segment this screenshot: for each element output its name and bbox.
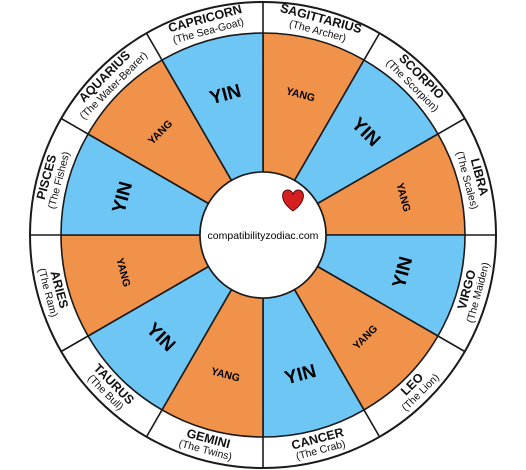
ring-divider [437, 117, 466, 135]
site-label: compatibilityzodiac.com [208, 230, 319, 242]
ring-divider [145, 32, 163, 61]
polarity-sectors [60, 32, 466, 438]
center-hub: compatibilityzodiac.com [199, 171, 327, 299]
ring-divider [363, 32, 381, 61]
ring-divider [437, 335, 466, 353]
ring-divider [145, 409, 163, 438]
ring-divider [363, 409, 381, 438]
ring-divider [60, 117, 89, 135]
ring-divider [60, 335, 89, 353]
heart-icon [282, 189, 304, 212]
